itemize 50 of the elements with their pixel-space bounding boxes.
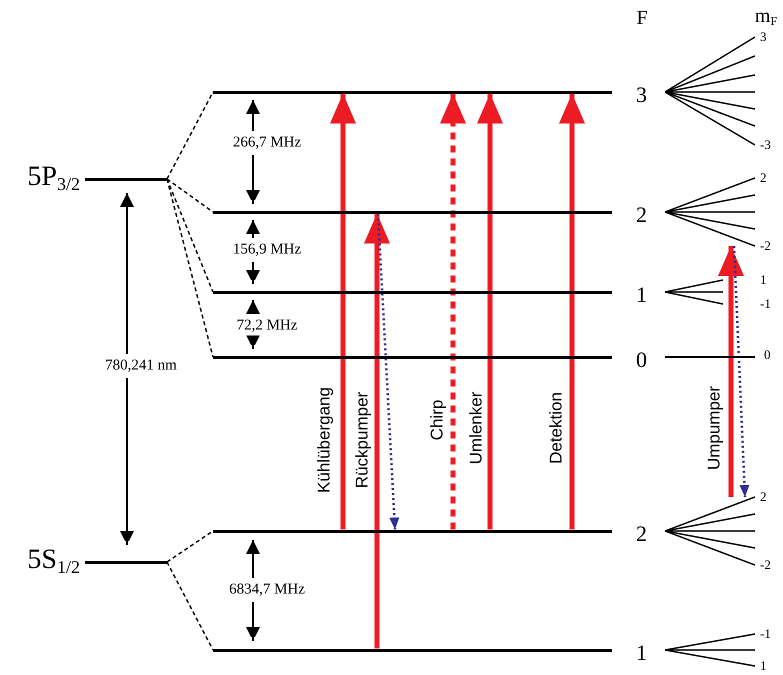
mf-number: -2 [760,239,771,252]
sublevel-fan-drawing [665,496,755,566]
energy-level-line [213,356,612,358]
mf-number: 0 [764,348,770,361]
energy-level-line [213,210,612,214]
dashed-arrow [732,246,750,498]
f-number: 1 [636,284,647,306]
arrow [477,94,503,530]
mf-number: -3 [760,138,771,151]
mf-number: 2 [760,171,766,184]
arrow [364,214,390,648]
energy-level-line [85,560,167,564]
energy-level-line [213,530,612,532]
energy-level-line [213,90,612,94]
dimension-label: 72,2 MHz [234,316,300,336]
mf-number: 1 [760,659,766,672]
dashed-arrow [440,94,466,530]
edge-label: Chirp [428,400,446,440]
mf-number: -1 [760,297,771,310]
energy-level-line [213,648,612,652]
state-label: 5S$_{1/2}$ [27,546,80,574]
f-number: 2 [636,523,647,545]
state-label: 5P$_{3/2}$ [27,163,80,191]
mf-number: -2 [760,558,771,571]
edge-label: Umpumper [706,386,722,470]
sublevel-fan-drawing [665,279,723,305]
f-number: 0 [636,349,647,371]
dashed-arrow [376,213,400,530]
mf-number: 2 [760,490,766,503]
arrow [330,94,356,530]
arrow [718,246,744,497]
arrow [559,94,585,530]
mf-number: 1 [760,273,766,286]
edge-label: Rückpumper [354,392,370,488]
column-heading: F [636,8,648,28]
edge-label: Detektion [548,392,564,464]
sublevel-fan-drawing [665,633,755,667]
mf-number: -1 [760,627,771,640]
f-number: 1 [636,642,647,664]
edge-label: Umlenker [468,392,484,464]
sublevel-fan-drawing [665,177,755,247]
energy-level-line [85,178,167,180]
energy-level-line [665,356,755,358]
f-number: 2 [636,204,647,226]
energy-level-line [213,290,612,294]
f-number: 3 [636,84,647,106]
sublevel-fan-drawing [665,36,755,146]
column-heading: m$_{F}$ [754,6,778,26]
mf-number: 3 [760,30,766,43]
edge-label: Kühlübergang [316,387,332,493]
